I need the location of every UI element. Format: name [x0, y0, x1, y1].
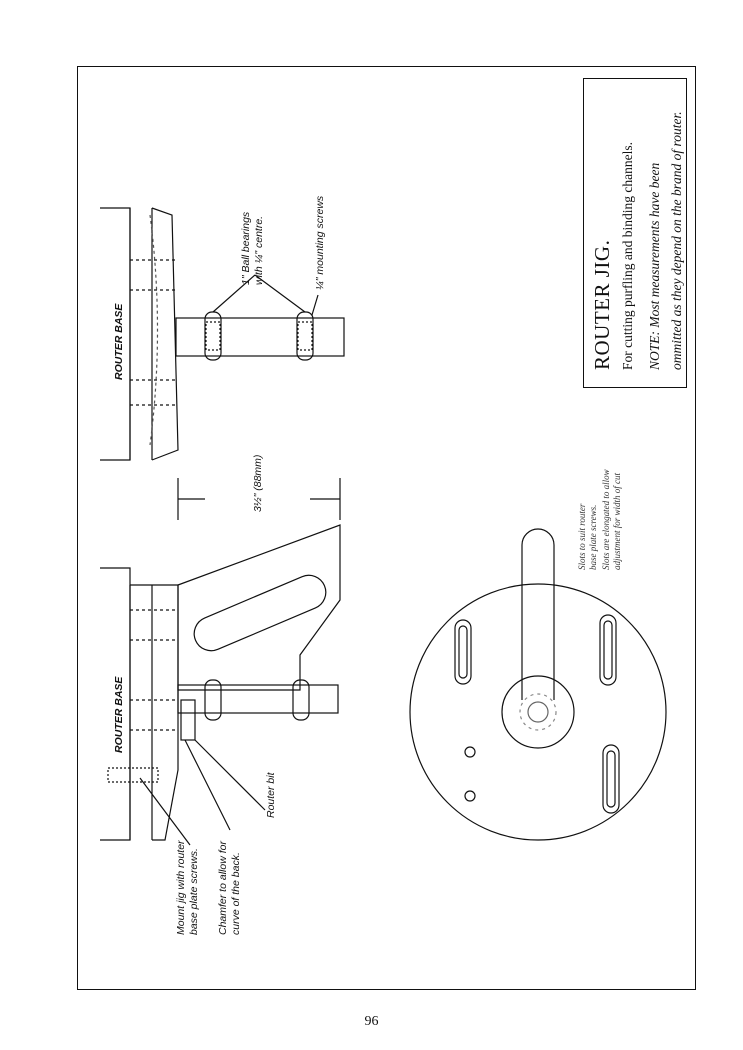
jig-plate-side: [139, 524, 341, 846]
note-line-1: NOTE: Most measurements have been: [647, 162, 662, 370]
label-slots-3: Slots are elongated to allow: [601, 469, 611, 570]
dimension-line: [177, 478, 341, 520]
label-router-base-lower: ROUTER BASE: [113, 676, 125, 753]
router-base-lower: [100, 567, 179, 841]
drawing-frame: [77, 66, 696, 990]
router-base-upper: [100, 207, 179, 461]
bearing-shaft-upper: [175, 274, 345, 361]
note-line-2: ommitted as they depend on the brand of …: [669, 111, 684, 370]
label-router-bit: Router bit: [265, 772, 277, 818]
label-mounting-screws: ¼" mounting screws: [314, 195, 326, 290]
label-slots-2: base plate screws.: [588, 504, 598, 570]
label-ball-bearings-2: with ¼" centre.: [253, 215, 265, 285]
label-chamfer-1: Chamfer to allow for: [217, 841, 229, 935]
label-slots-4: adjustment for width of cut: [612, 472, 622, 570]
label-mount-2: base plate screws.: [188, 848, 200, 935]
label-dimension: 3½" (88mm): [252, 454, 264, 512]
label-mount-1: Mount jig with router: [175, 840, 187, 935]
label-chamfer-2: curve of the back.: [230, 852, 242, 935]
label-router-base-upper: ROUTER BASE: [113, 303, 125, 380]
page-number: 96: [364, 1014, 379, 1029]
page-subtitle: For cutting purfling and binding channel…: [620, 142, 635, 370]
title-box: [583, 78, 687, 388]
page-title: ROUTER JIG.: [590, 239, 614, 370]
label-ball-bearings-1: 1" Ball bearings: [240, 211, 252, 285]
router-base-plate-circle: [409, 528, 667, 841]
label-slots-1: Slots to suit router: [577, 503, 587, 570]
